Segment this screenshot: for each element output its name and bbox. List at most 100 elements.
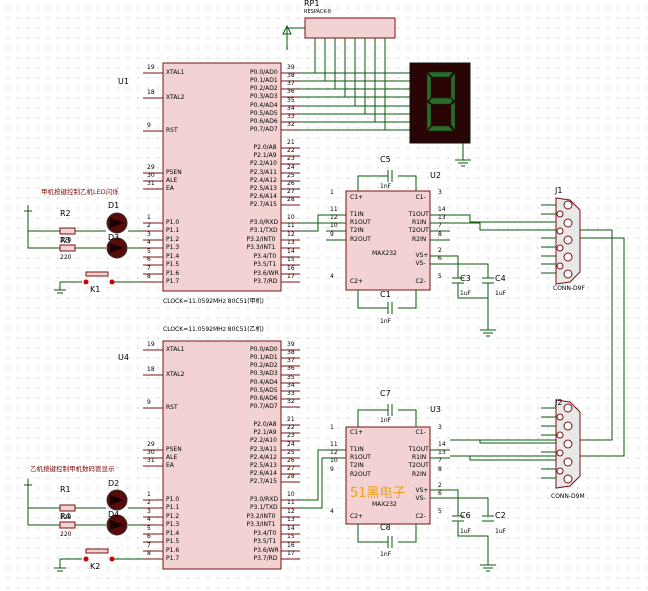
mcu_top.right_pins-pin-number: 10 (287, 491, 295, 498)
mcu_top.right_pins-pin-name: P3.7/RD (253, 278, 278, 285)
max232-u3-body (345, 426, 431, 525)
mcu_top.left_pins-pin-name: P1.7 (166, 555, 180, 562)
mcu_top.right_pins-pin-number: 24 (287, 164, 295, 171)
max_top.right_pins-pin-number: 14 (438, 441, 446, 448)
d3-label: D3 (108, 233, 120, 242)
mcu_top.left_pins-pin-name: P1.0 (166, 219, 180, 226)
mcu_top.left_pins-pin-number: 8 (147, 273, 151, 280)
j2-model: CONN-D9M (551, 493, 585, 500)
mcu-u4-caption: CLOCK=11.0592MHz 80C51(乙机) (163, 326, 264, 333)
mcu_top.right_pins-pin-number: 38 (287, 72, 295, 79)
mcu_top.right_pins-pin-number: 23 (287, 432, 295, 439)
max_top.left_pins-pin-name: R2OUT (350, 236, 371, 243)
mcu_top.right_pins-pin-name: P0.5/AD5 (250, 387, 278, 394)
max_top.left_pins-pin-name: R1OUT (350, 219, 371, 226)
mcu_top.right_pins-pin-number: 16 (287, 542, 295, 549)
mcu_top.right_pins-pin-number: 12 (287, 231, 295, 238)
mcu_top.left_pins-pin-number: 4 (147, 516, 151, 523)
mcu_top.left_pins-pin-name: RST (166, 404, 178, 411)
mcu_top.left_pins-pin-number: 18 (147, 366, 155, 373)
mcu_top.right_pins-pin-number: 33 (287, 390, 295, 397)
max_top.right_pins-pin-name: C2- (415, 278, 426, 285)
mcu-u4-pins (143, 349, 300, 560)
max_top.right_pins-pin-number: 8 (438, 231, 442, 238)
max_top.left_pins-pin-name: T2IN (350, 462, 364, 469)
mcu_top.left_pins-pin-name: ALE (166, 454, 178, 461)
mcu_top.right_pins-pin-name: P3.5/T1 (253, 538, 277, 545)
mcu_top.right_pins-pin-name: P0.0/AD0 (250, 346, 278, 353)
mcu_top.right_pins-pin-name: P2.6/A14 (250, 193, 277, 200)
max_top.right_pins-pin-number: 5 (438, 508, 442, 515)
max_top.right_pins-pin-name: VS- (415, 260, 426, 267)
max_top.left_pins-pin-number: 9 (330, 231, 334, 238)
mcu_top.left_pins-pin-number: 1 (147, 214, 151, 221)
c8-value: 1nF (380, 551, 392, 558)
max_top.left_pins-pin-number: 10 (330, 222, 338, 229)
r1-label: R1 (60, 485, 71, 494)
mcu_top.right_pins-pin-number: 39 (287, 64, 295, 71)
mcu_top.right_pins-pin-number: 24 (287, 441, 295, 448)
mcu_top.right_pins-pin-number: 16 (287, 265, 295, 272)
max_top.left_pins-pin-number: 11 (330, 206, 338, 213)
mcu_top.left_pins-pin-number: 4 (147, 239, 151, 246)
mcu_top.left_pins-pin-number: 31 (147, 180, 155, 187)
top-led-circuit (24, 205, 143, 294)
mcu_top.right_pins-pin-name: P0.3/AD3 (250, 370, 278, 377)
max_top.left_pins-pin-name: T1IN (350, 446, 364, 453)
mcu_top.left_pins-pin-number: 19 (147, 341, 155, 348)
mcu_top.right_pins-pin-name: P2.0/A8 (253, 421, 277, 428)
mcu_top.right_pins-pin-number: 27 (287, 465, 295, 472)
c3-value: 1uF (460, 290, 472, 297)
c1-label: C1 (380, 290, 391, 299)
mcu_top.right_pins-pin-name: P0.4/AD4 (250, 379, 278, 386)
watermark: 51黑电子 (350, 486, 406, 501)
mcu_top.left_pins-pin-name: P1.3 (166, 244, 180, 251)
mcu_top.left_pins-pin-name: P1.6 (166, 270, 180, 277)
c6-value: 1uF (460, 528, 472, 535)
mcu_top.right_pins-pin-number: 36 (287, 365, 295, 372)
mcu_top.left_pins-pin-number: 3 (147, 231, 151, 238)
r1-value: 220 (60, 514, 72, 521)
mcu_top.right_pins-pin-number: 25 (287, 449, 295, 456)
mcu_top.left_pins-pin-name: P1.1 (166, 504, 180, 511)
mcu_top.left_pins-pin-name: XTAL1 (166, 69, 185, 76)
mcu_top.left_pins-pin-name: P1.2 (166, 513, 180, 520)
seven-segment-display (409, 62, 471, 144)
max_top.right_pins-pin-name: T2OUT (408, 462, 429, 469)
mcu_top.right_pins-pin-number: 35 (287, 374, 295, 381)
mcu_top.right_pins-pin-name: P3.4/T0 (253, 530, 277, 537)
bottom-led-circuit (24, 479, 143, 572)
mcu_top.left_pins-pin-number: 3 (147, 508, 151, 515)
max_top.right_pins-pin-number: 5 (438, 273, 442, 280)
max_top.left_pins-pin-name: T1IN (350, 211, 364, 218)
mcu_top.right_pins-pin-name: P2.1/A9 (253, 429, 277, 436)
max232-u2-body (345, 190, 431, 291)
mcu_top.left_pins-pin-name: P1.6 (166, 547, 180, 554)
max_top.left_pins-pin-name: C1+ (350, 429, 364, 436)
c1-value: 1nF (380, 318, 392, 325)
mcu_top.right_pins-pin-number: 38 (287, 349, 295, 356)
mcu-u1-ref: U1 (118, 77, 129, 86)
c4-value: 1uF (495, 290, 507, 297)
max_top.right_pins-pin-name: R1IN (412, 219, 427, 226)
mcu_top.right_pins-pin-number: 28 (287, 473, 295, 480)
mcu_top.left_pins-pin-number: 29 (147, 441, 155, 448)
mcu_top.left_pins-pin-number: 9 (147, 122, 151, 129)
max_top.right_pins-pin-number: 2 (438, 247, 442, 254)
mcu_top.right_pins-pin-name: P2.1/A9 (253, 152, 277, 159)
c2-label: C2 (495, 511, 506, 520)
mcu_top.left_pins-pin-number: 19 (147, 64, 155, 71)
mcu_top.right_pins-pin-number: 33 (287, 113, 295, 120)
mcu_top.left_pins-pin-number: 2 (147, 222, 151, 229)
r2-value: 220 (60, 237, 72, 244)
mcu_top.right_pins-pin-name: P0.7/AD7 (250, 403, 278, 410)
c6-label: C6 (460, 511, 471, 520)
mcu_top.right_pins-pin-name: P0.7/AD7 (250, 126, 278, 133)
mcu_top.right_pins-pin-name: P0.6/AD6 (250, 395, 278, 402)
mcu_top.right_pins-pin-name: P3.3/INT1 (246, 521, 276, 528)
max_top.right_pins-pin-number: 7 (438, 457, 442, 464)
mcu_top.left_pins-pin-name: EA (166, 462, 174, 469)
mcu_top.right_pins-pin-number: 14 (287, 525, 295, 532)
